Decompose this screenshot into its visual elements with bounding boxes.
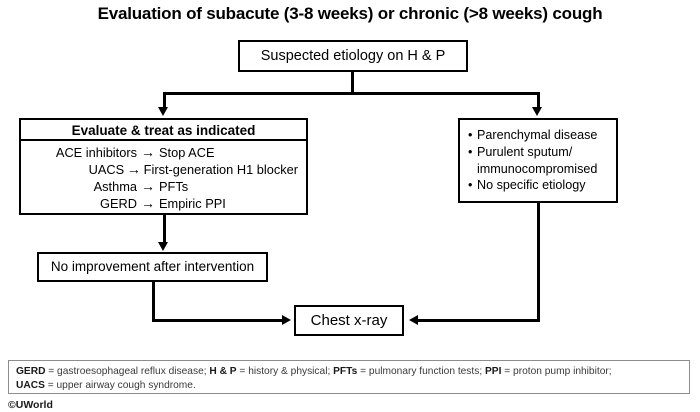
right-arrow-icon: → — [141, 195, 155, 211]
evaluate-box-body: ACE inhibitors → Stop ACE UACS → First-g… — [21, 141, 306, 215]
abbreviation-legend: GERD = gastroesophageal reflux disease; … — [8, 360, 690, 394]
legend-abbr: PPI — [485, 366, 502, 377]
connector-left-drop — [163, 92, 166, 109]
legend-def: = history & physical; — [236, 366, 331, 377]
evaluate-row-term: UACS — [88, 162, 125, 177]
etiology-list-item: • No specific etiology — [468, 177, 610, 193]
copyright-notice: ©UWorld — [8, 399, 53, 411]
legend-def: = upper airway cough syndrome. — [44, 380, 196, 392]
connector-evaluate-to-noimprovement — [163, 215, 166, 243]
arrowhead-to-etiology-box — [532, 107, 542, 116]
etiology-list-item-label: Parenchymal disease — [477, 128, 598, 142]
evaluate-row-value: Empiric PPI — [159, 196, 226, 211]
node-no-improvement-label: No improvement after intervention — [50, 259, 255, 275]
page-title: Evaluation of subacute (3-8 weeks) or ch… — [97, 4, 603, 23]
legend-abbr: UACS — [16, 380, 45, 392]
node-other-etiologies: • Parenchymal disease • Purulent sputum/… — [458, 118, 618, 203]
bullet-icon: • — [468, 128, 473, 142]
evaluate-row-term: GERD — [100, 196, 137, 211]
legend-line-2: UACS = upper airway cough syndrome. — [16, 379, 683, 393]
evaluate-row: UACS → First-generation H1 blocker — [23, 162, 298, 179]
arrowhead-left-into-cxr — [282, 314, 291, 325]
node-evaluate-and-treat: Evaluate & treat as indicated ACE inhibi… — [19, 118, 308, 215]
evaluate-row: Asthma → PFTs — [23, 179, 298, 196]
right-arrow-icon: → — [126, 161, 141, 177]
node-chest-xray: Chest x-ray — [294, 305, 404, 336]
arrowhead-right-into-cxr — [409, 314, 418, 325]
connector-split-bar — [163, 92, 540, 95]
evaluate-row-term: Asthma — [93, 179, 137, 194]
etiology-list-item: • Parenchymal disease — [468, 127, 610, 143]
connector-noimprovement-to-cxr — [152, 319, 282, 322]
etiology-list-item: • Purulent sputum/ — [468, 144, 610, 160]
legend-def: = pulmonary function tests; — [357, 366, 483, 377]
legend-abbr: GERD — [16, 366, 46, 377]
connector-right-drop — [537, 92, 540, 109]
right-arrow-icon: → — [141, 178, 155, 194]
evaluate-row-value: First-generation H1 blocker — [143, 162, 298, 177]
evaluate-row-value: Stop ACE — [159, 145, 215, 160]
bullet-icon: • — [468, 178, 473, 193]
arrowhead-to-noimprovement — [158, 242, 168, 251]
evaluate-box-header: Evaluate & treat as indicated — [21, 120, 306, 141]
connector-suspected-stem — [351, 72, 354, 94]
etiology-list-item-label: No specific etiology — [477, 178, 586, 193]
right-arrow-icon: → — [141, 144, 155, 160]
node-suspected-etiology-label: Suspected etiology on H & P — [260, 47, 446, 64]
evaluate-row: ACE inhibitors → Stop ACE — [23, 145, 298, 162]
evaluate-row-term: ACE inhibitors — [55, 145, 137, 160]
connector-noimprovement-drop — [152, 282, 155, 321]
node-chest-xray-label: Chest x-ray — [310, 311, 388, 329]
etiology-list-item-label: Purulent sputum/ — [477, 145, 573, 160]
legend-abbr: H & P — [209, 366, 237, 377]
node-no-improvement: No improvement after intervention — [37, 252, 268, 282]
legend-def: = proton pump inhibitor; — [501, 366, 612, 377]
legend-def: = gastroesophageal reflux disease; — [45, 366, 207, 377]
evaluate-row: GERD → Empiric PPI — [23, 196, 298, 213]
connector-etiology-to-cxr — [418, 319, 540, 322]
arrowhead-to-evaluate-box — [158, 107, 168, 116]
bullet-icon: • — [468, 145, 473, 160]
connector-etiology-drop — [537, 203, 540, 321]
legend-line-1: GERD = gastroesophageal reflux disease; … — [16, 365, 683, 379]
legend-abbr: PFTs — [333, 366, 358, 377]
etiology-list-item-label-continued: immunocompromised — [477, 162, 598, 177]
evaluate-row-value: PFTs — [159, 179, 189, 194]
node-suspected-etiology: Suspected etiology on H & P — [238, 40, 468, 72]
